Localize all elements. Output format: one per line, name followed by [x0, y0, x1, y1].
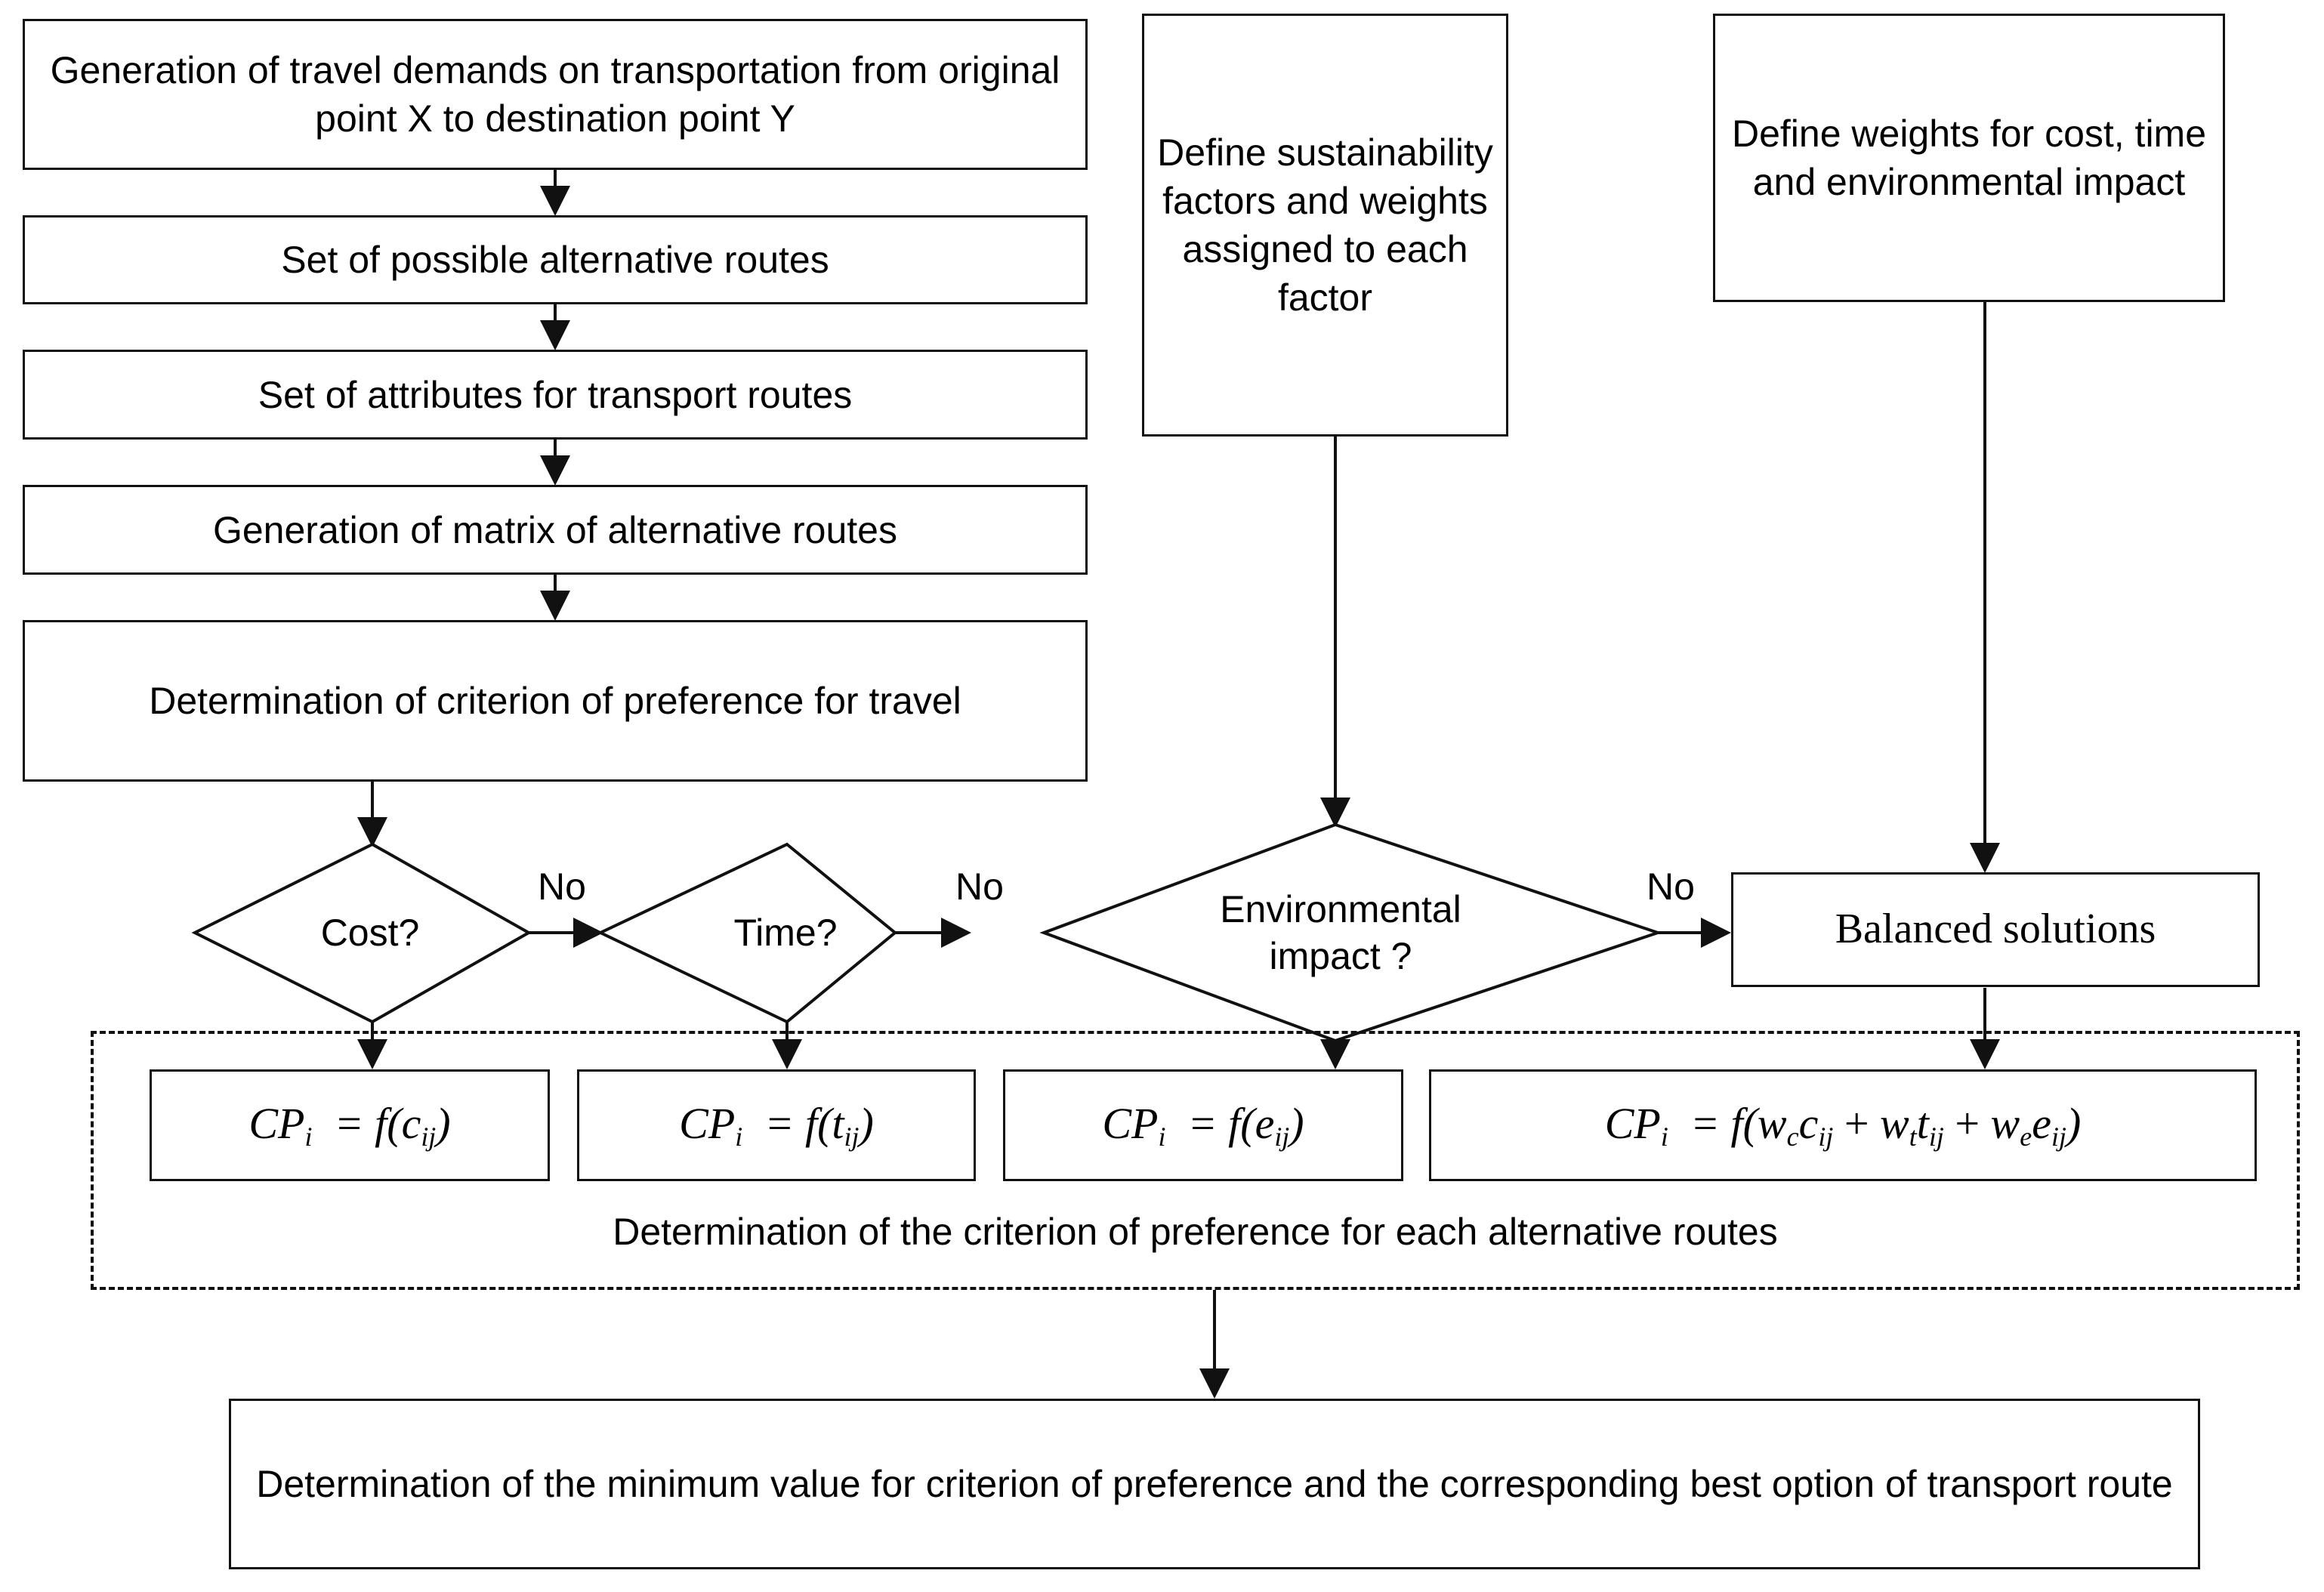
node-criterion-preference-label: Determination of criterion of preference… [149, 680, 961, 722]
node-define-weights-label: Define weights for cost, time and enviro… [1731, 113, 2207, 203]
edge-label-env-no: No [1647, 865, 1695, 909]
edge-label-cost-no: No [538, 865, 586, 909]
diamond-environmental-impact [1039, 822, 1663, 1043]
edge-label-cost-no-text: No [538, 865, 586, 908]
node-criterion-preference[interactable]: Determination of criterion of preference… [23, 620, 1088, 782]
formula-cp-balanced-text: CPi = f(wccij + wttij + weeij) [1604, 1098, 2082, 1152]
edge-label-env-no-text: No [1647, 865, 1695, 908]
node-matrix[interactable]: Generation of matrix of alternative rout… [23, 485, 1088, 575]
diamond-time-label-wrap[interactable]: Time? [665, 891, 906, 974]
edge-label-time-no-text: No [955, 865, 1004, 908]
formula-cp-balanced[interactable]: CPi = f(wccij + wttij + weeij) [1429, 1069, 2257, 1181]
diamond-cost [191, 842, 532, 1024]
node-define-weights[interactable]: Define weights for cost, time and enviro… [1713, 14, 2225, 302]
node-travel-demands[interactable]: Generation of travel demands on transpor… [23, 19, 1088, 170]
node-alternative-routes[interactable]: Set of possible alternative routes [23, 215, 1088, 304]
criterion-group-box [91, 1031, 2300, 1290]
node-alternative-routes-label: Set of possible alternative routes [281, 239, 829, 281]
criterion-group-caption: Determination of the criterion of prefer… [91, 1210, 2300, 1254]
formula-cp-cost[interactable]: CPi = f(cij) [150, 1069, 550, 1181]
diamond-cost-label-wrap[interactable]: Cost? [249, 891, 491, 974]
node-matrix-label: Generation of matrix of alternative rout… [212, 508, 897, 551]
node-balanced-solutions[interactable]: Balanced solutions [1731, 872, 2260, 987]
node-minimum-value-outcome-label: Determination of the minimum value for c… [256, 1463, 2173, 1505]
node-sustainability-factors[interactable]: Define sustainability factors and weight… [1142, 14, 1508, 437]
node-balanced-solutions-label: Balanced solutions [1835, 906, 2156, 953]
formula-cp-time-text: CPi = f(tij) [679, 1098, 874, 1152]
criterion-group-caption-text: Determination of the criterion of prefer… [613, 1211, 1778, 1253]
diamond-time [597, 842, 898, 1024]
diamond-environmental-label-wrap[interactable]: Environmental impact ? [1167, 869, 1514, 997]
node-attributes-label: Set of attributes for transport routes [258, 373, 853, 416]
formula-cp-env-text: CPi = f(eij) [1102, 1098, 1304, 1152]
formula-cp-env[interactable]: CPi = f(eij) [1003, 1069, 1403, 1181]
formula-cp-cost-text: CPi = f(cij) [248, 1098, 451, 1152]
node-attributes[interactable]: Set of attributes for transport routes [23, 350, 1088, 440]
diamond-time-label: Time? [733, 911, 838, 954]
diamond-cost-label: Cost? [320, 911, 420, 954]
node-minimum-value-outcome[interactable]: Determination of the minimum value for c… [229, 1399, 2200, 1569]
diamond-environmental-label: Environmental impact ? [1220, 887, 1461, 978]
node-travel-demands-label: Generation of travel demands on transpor… [50, 49, 1060, 140]
node-sustainability-factors-label: Define sustainability factors and weight… [1157, 131, 1493, 319]
formula-cp-time[interactable]: CPi = f(tij) [577, 1069, 976, 1181]
edge-label-time-no: No [955, 865, 1004, 909]
